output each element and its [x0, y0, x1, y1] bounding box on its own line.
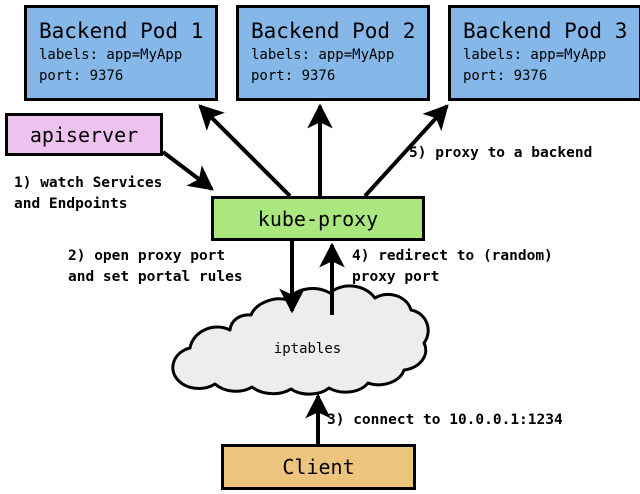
backend-pod-1-labels: labels: app=MyApp: [39, 46, 183, 63]
iptables-cloud: [171, 284, 430, 396]
arrow-apiserver-to-kubeproxy: [161, 150, 214, 191]
backend-pod-3-title: Backend Pod 3: [463, 18, 628, 43]
step-4-line-1: 4) redirect to (random): [352, 248, 553, 264]
step-4-label: 4) redirect to (random) proxy port: [352, 246, 553, 288]
step-2-label: 2) open proxy port and set portal rules: [68, 246, 243, 288]
step-1-line-2: and Endpoints: [14, 196, 128, 212]
backend-pod-1-title: Backend Pod 1: [39, 18, 204, 43]
step-2-line-2: and set portal rules: [68, 269, 243, 285]
backend-pod-3-port: port: 9376: [463, 67, 548, 84]
client-label: Client: [282, 455, 355, 479]
step-5-label: 5) proxy to a backend: [409, 143, 592, 164]
backend-pod-2-port: port: 9376: [251, 67, 336, 84]
backend-pod-3-box[interactable]: Backend Pod 3 labels: app=MyApp port: 93…: [448, 5, 640, 101]
step-1-label: 1) watch Services and Endpoints: [14, 173, 162, 215]
step-3-label: 3) connect to 10.0.0.1:1234: [327, 410, 563, 431]
step-4-line-2: proxy port: [352, 269, 440, 285]
iptables-label: iptables: [273, 341, 342, 357]
apiserver-label: apiserver: [29, 122, 139, 147]
arrow-kubeproxy-to-pod3: [363, 104, 449, 198]
backend-pod-1-port: port: 9376: [39, 67, 124, 84]
arrow-kubeproxy-to-pod1: [198, 104, 292, 198]
client-box[interactable]: Client: [221, 444, 416, 490]
step-2-line-1: 2) open proxy port: [68, 248, 226, 264]
step-3-line-1: 3) connect to 10.0.0.1:1234: [327, 412, 563, 428]
backend-pod-2-labels: labels: app=MyApp: [251, 46, 395, 63]
step-1-line-1: 1) watch Services: [14, 175, 163, 191]
backend-pod-2-title: Backend Pod 2: [251, 18, 416, 43]
backend-pod-1-box[interactable]: Backend Pod 1 labels: app=MyApp port: 93…: [24, 5, 218, 101]
kube-proxy-box[interactable]: kube-proxy: [211, 196, 425, 241]
apiserver-box[interactable]: apiserver: [5, 113, 163, 156]
backend-pod-3-labels: labels: app=MyApp: [463, 46, 607, 63]
kube-proxy-label: kube-proxy: [257, 206, 379, 231]
backend-pod-2-box[interactable]: Backend Pod 2 labels: app=MyApp port: 93…: [236, 5, 430, 101]
step-5-line-1: 5) proxy to a backend: [409, 145, 593, 161]
